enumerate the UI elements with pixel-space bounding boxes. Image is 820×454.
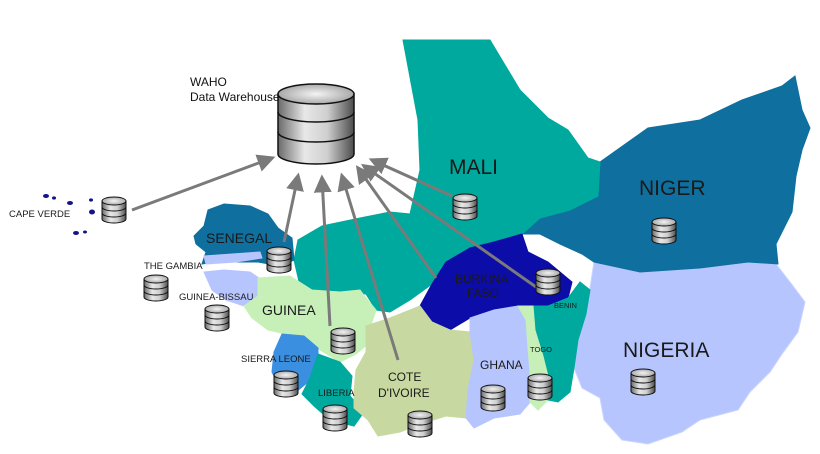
arrow-line	[131, 154, 276, 212]
warehouse-database-icon[interactable]	[277, 83, 355, 165]
arrow-line	[313, 174, 332, 327]
country-cape-verde[interactable]	[43, 194, 95, 235]
arrow-line	[355, 165, 438, 279]
label-guinea: GUINEA	[262, 302, 316, 318]
database-icon[interactable]	[452, 193, 478, 221]
label-niger: NIGER	[639, 177, 706, 200]
database-icon[interactable]	[407, 410, 433, 438]
countries-layer	[43, 39, 811, 445]
label-cape-verde: CAPE VERDE	[9, 209, 70, 220]
label-sierra-leone: SIERRA LEONE	[241, 354, 311, 365]
country-mali[interactable]	[293, 39, 601, 313]
database-icon[interactable]	[480, 384, 506, 412]
data-flow-arrows	[131, 154, 547, 361]
label-burkina-line1: BURKINA	[455, 272, 508, 286]
country-cote-divoire[interactable]	[353, 305, 475, 437]
database-icon[interactable]	[322, 404, 348, 432]
country-the-gambia[interactable]	[203, 251, 263, 265]
database-icon[interactable]	[101, 196, 127, 224]
arrow-line	[361, 163, 547, 296]
label-cote-divoire-line2: D'IVOIRE	[378, 386, 430, 400]
database-icon[interactable]	[330, 327, 356, 355]
arrow-line	[368, 157, 453, 198]
warehouse-title-line1: WAHO	[190, 75, 227, 89]
label-burkina-line2: FASO	[467, 286, 499, 300]
database-icon[interactable]	[630, 368, 656, 396]
database-icon[interactable]	[527, 373, 553, 401]
label-ghana: GHANA	[480, 358, 523, 372]
label-mali: MALI	[449, 156, 498, 179]
database-icon[interactable]	[651, 217, 677, 245]
warehouse-title-line2: Data Warehouse	[190, 90, 280, 104]
label-togo: TOGO	[530, 345, 552, 354]
label-liberia: LIBERIA	[318, 388, 355, 399]
label-guinea-bissau: GUINEA-BISSAU	[179, 292, 254, 303]
label-cote-divoire-line1: COTE	[388, 370, 421, 384]
arrow-line	[282, 172, 304, 243]
label-senegal: SENEGAL	[206, 230, 272, 246]
database-icon[interactable]	[204, 304, 230, 332]
database-icon[interactable]	[143, 274, 169, 302]
label-benin: BENIN	[554, 301, 577, 310]
country-liberia[interactable]	[301, 353, 365, 427]
country-labels: MALI NIGER NIGERIA BURKINA FASO SENEGAL …	[9, 156, 709, 400]
database-icon[interactable]	[535, 268, 561, 296]
label-nigeria: NIGERIA	[623, 339, 709, 362]
arrow-line	[337, 172, 400, 361]
label-the-gambia: THE GAMBIA	[144, 261, 203, 272]
database-icon[interactable]	[266, 246, 292, 274]
database-icon[interactable]	[273, 370, 299, 398]
country-benin[interactable]	[533, 281, 591, 403]
